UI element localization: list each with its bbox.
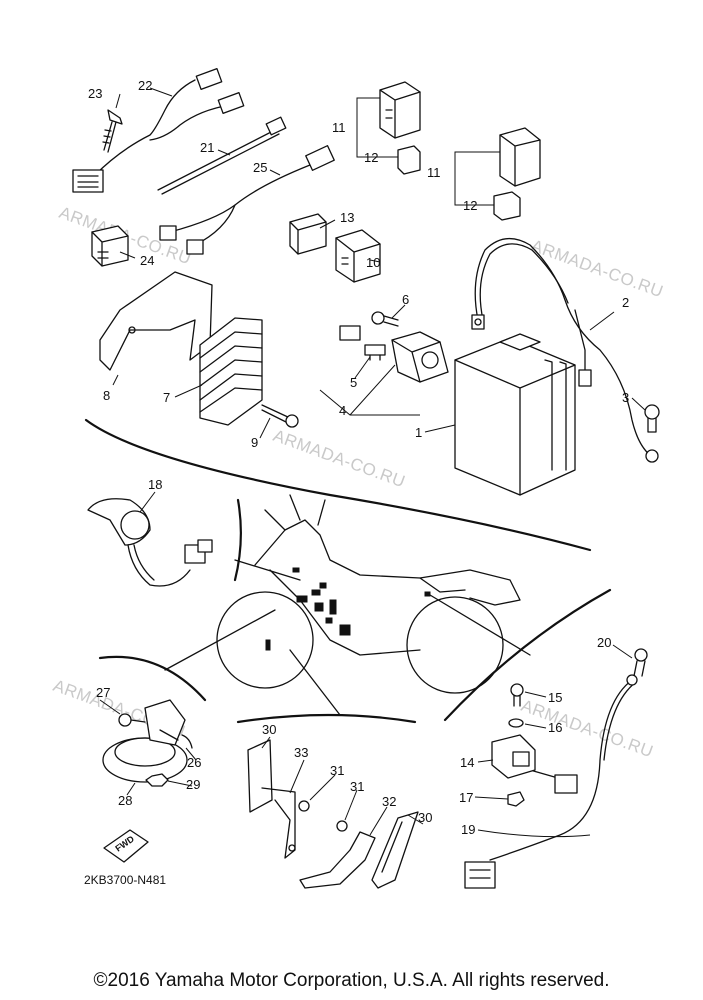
part-9-bolt — [261, 404, 299, 428]
part-33-bracket — [261, 787, 296, 859]
part-2-battery-lead — [471, 238, 659, 463]
part-4-starter-relay — [339, 325, 449, 383]
part-25-sub-harness — [159, 145, 335, 255]
callout-6: 6 — [402, 292, 409, 307]
part-30-reflector-right — [371, 811, 419, 889]
part-13-relay — [289, 213, 327, 255]
callout-14: 14 — [460, 755, 474, 770]
callout-5: 5 — [350, 375, 357, 390]
callout-1: 1 — [415, 425, 422, 440]
motorcycle-outline — [216, 494, 521, 694]
part-32-bracket — [299, 831, 376, 889]
callout-16: 16 — [548, 720, 562, 735]
leader-right-detail — [429, 594, 531, 656]
part-6-bolt — [371, 311, 399, 327]
callout-31a: 31 — [330, 763, 344, 778]
leader-left-detail — [164, 609, 276, 671]
callout-15: 15 — [548, 690, 562, 705]
callout-11a: 11 — [332, 120, 346, 135]
part-8-bracket — [99, 271, 213, 371]
part-31-nut-left — [298, 800, 310, 812]
copyright-notice: ©2016 Yamaha Motor Corporation, U.S.A. A… — [93, 970, 610, 991]
callout-13: 13 — [340, 210, 354, 225]
watermark-3: ARMADA-CO.RU — [271, 426, 408, 491]
part-11-relay-right — [499, 127, 541, 187]
mid-left-divider — [233, 498, 242, 582]
callout-2: 2 — [622, 295, 629, 310]
part-29-nut — [145, 773, 169, 787]
callout-11b: 11 — [427, 165, 441, 180]
callout-31b: 31 — [350, 779, 364, 794]
callout-17: 17 — [459, 790, 473, 805]
callout-20: 20 — [597, 635, 611, 650]
callout-23: 23 — [88, 86, 102, 101]
callout-32: 32 — [382, 794, 396, 809]
part-26-bracket — [181, 734, 193, 749]
part-19-wire-harness — [464, 674, 638, 889]
part-5-fuse — [364, 344, 386, 361]
part-22-wire-harness — [72, 68, 245, 193]
part-12-relay-base-right — [493, 191, 521, 221]
right-detail-arc — [443, 588, 612, 722]
part-11-relay-upper — [379, 81, 421, 139]
part-18-dc-socket — [87, 498, 213, 587]
watermark-5: ARMADA-CO.RU — [519, 696, 656, 761]
part-14-sensor — [491, 734, 536, 779]
callout-19: 19 — [461, 822, 475, 837]
part-10-flasher-relay — [335, 229, 381, 283]
callout-9: 9 — [251, 435, 258, 450]
part-28-horn — [102, 699, 188, 783]
part-21-lead-wire — [157, 116, 287, 195]
callout-29: 29 — [186, 777, 200, 792]
part-27-bolt — [118, 713, 146, 727]
fwd-indicator: FWD — [103, 829, 149, 863]
part-30-reflector-left — [247, 739, 273, 813]
part-7-rectifier-regulator — [199, 317, 263, 426]
bottom-mid-arc — [236, 713, 417, 724]
diagram-code: 2KB3700-N481 — [84, 873, 166, 887]
part-17-bolt — [507, 791, 525, 807]
callout-30b: 30 — [418, 810, 432, 825]
left-detail-arc — [98, 655, 207, 702]
bracket-leaders — [99, 87, 646, 838]
part-31-nut-right — [336, 820, 348, 832]
callout-4: 4 — [339, 403, 346, 418]
callout-21: 21 — [200, 140, 214, 155]
part-12-relay-base-upper — [397, 145, 421, 175]
callout-12a: 12 — [364, 150, 378, 165]
watermarks: ARMADA-CO.RU ARMADA-CO.RU ARMADA-CO.RU A… — [51, 203, 666, 761]
part-24-relay — [91, 225, 129, 267]
callout-8: 8 — [103, 388, 110, 403]
callout-24: 24 — [140, 253, 154, 268]
part-23-cable-tie — [102, 109, 123, 153]
callout-7: 7 — [163, 390, 170, 405]
part-1-battery — [454, 333, 576, 496]
callout-27: 27 — [96, 685, 110, 700]
section-dividers — [84, 418, 612, 724]
part-20-bolt — [633, 648, 648, 677]
callout-25: 25 — [253, 160, 267, 175]
leader-bottom-mid — [289, 649, 341, 716]
callout-30a: 30 — [262, 722, 276, 737]
upper-section-arc — [84, 418, 592, 552]
callout-numbers: 1 2 3 4 5 6 7 8 9 10 11 11 12 12 13 14 1… — [88, 78, 629, 837]
callout-26: 26 — [187, 755, 201, 770]
callout-18: 18 — [148, 477, 162, 492]
callout-22: 22 — [138, 78, 152, 93]
callout-33: 33 — [294, 745, 308, 760]
part-3-bolt — [644, 404, 660, 433]
callout-12b: 12 — [463, 198, 477, 213]
callout-10: 10 — [366, 255, 380, 270]
part-15-screw — [510, 683, 524, 707]
callout-3: 3 — [622, 390, 629, 405]
callout-28: 28 — [118, 793, 132, 808]
part-16-washer — [508, 718, 524, 728]
leader-mid-left — [234, 559, 301, 581]
